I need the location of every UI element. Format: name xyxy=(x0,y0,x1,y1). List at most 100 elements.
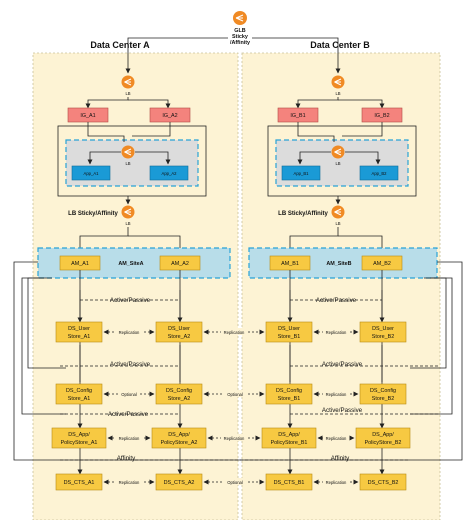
ds-config-b1-l1: DS_Config xyxy=(276,388,302,394)
site-a-ig-2-label: IG_A2 xyxy=(162,113,177,119)
ds-config-a1[interactable] xyxy=(55,383,103,405)
site-a-lb-mid-icon xyxy=(121,145,135,159)
edge-active-passive-b1: Active/Passive xyxy=(316,297,357,304)
ds-user-b1-l2: Store_B1 xyxy=(278,334,300,340)
ds-user-a1[interactable] xyxy=(55,321,103,343)
edge-opt-config-ab: Optional xyxy=(227,392,243,397)
datacenter-b-zone xyxy=(241,52,441,520)
site-b-ig-1-label: IG_B1 xyxy=(290,113,305,119)
site-a-lb-top-icon xyxy=(121,75,135,89)
ds-config-a2[interactable] xyxy=(155,383,203,405)
edge-repl-cts-a: Replication xyxy=(119,480,140,485)
site-a-lb-ig-lines xyxy=(85,97,171,109)
ds-config-a2-l2: Store_A2 xyxy=(168,396,190,402)
ds-config-a2-l1: DS_Config xyxy=(166,388,192,394)
ds-config-b2-l1: DS_Config xyxy=(370,388,396,394)
site-a-am-1-label: AM_A1 xyxy=(71,261,89,267)
site-b-am-site-label: AM_SiteB xyxy=(326,261,351,267)
ds-cts-a2[interactable] xyxy=(155,473,203,491)
edge-active-passive-b2: Active/Passive xyxy=(322,361,363,368)
ds-app-a1-l2: PolicyStore_A1 xyxy=(61,440,98,446)
ds-cts-a1-label: DS_CTS_A1 xyxy=(64,480,95,486)
site-a-lb-top-label: LB xyxy=(125,91,130,96)
ds-config-b1-l2: Store_B1 xyxy=(278,396,300,402)
site-a-am-2-label: AM_A2 xyxy=(171,261,189,267)
site-b-ig-2-label: IG_B2 xyxy=(374,113,389,119)
edge-active-passive-a1: Active/Passive xyxy=(110,297,151,304)
glb-label-3: /Affinity xyxy=(230,40,250,46)
edge-repl-cts-b: Replication xyxy=(326,480,347,485)
site-b-lb-ig-lines xyxy=(295,97,385,109)
ds-cts-a2-label: DS_CTS_A2 xyxy=(164,480,195,486)
ds-app-b2-l2: PolicyStore_B2 xyxy=(365,440,402,446)
glb-label-2: Sticky xyxy=(232,34,248,40)
site-b-lb-sticky-sub: LB xyxy=(335,221,340,226)
ds-app-b2-l1: DS_App/ xyxy=(372,432,394,438)
ds-app-b1[interactable] xyxy=(261,427,317,449)
site-a-ig-1-label: IG_A1 xyxy=(80,113,95,119)
site-b-am-2-label: AM_B2 xyxy=(373,261,391,267)
site-a-app-2-label: App_A2 xyxy=(162,171,178,176)
site-a-app-1-label: App_A1 xyxy=(84,171,100,176)
ds-config-a1-l2: Store_A1 xyxy=(68,396,90,402)
ds-user-a2-l2: Store_A2 xyxy=(168,334,190,340)
site-a-ig-enclosure xyxy=(57,125,207,197)
site-b-app-2-label: App_B2 xyxy=(372,171,388,176)
ds-app-b2[interactable] xyxy=(355,427,411,449)
site-b-lb-mid-label: LB xyxy=(335,161,340,166)
site-b-ig-enclosure xyxy=(267,125,417,197)
site-b-lb-top-icon xyxy=(331,75,345,89)
ds-app-a2-l2: PolicyStore_A2 xyxy=(161,440,198,446)
site-a-lb-sticky-label: LB Sticky/Affinity xyxy=(68,211,118,217)
site-b-lb-sticky-label: LB Sticky/Affinity xyxy=(278,211,328,217)
ds-app-a1[interactable] xyxy=(51,427,107,449)
ds-config-b1[interactable] xyxy=(265,383,313,405)
edge-repl-user-b: Replication xyxy=(326,330,347,335)
ds-config-b2[interactable] xyxy=(359,383,407,405)
site-a-app-1[interactable] xyxy=(71,165,111,181)
ds-user-a1-l1: DS_User xyxy=(68,326,90,332)
ds-user-b1[interactable] xyxy=(265,321,313,343)
edge-repl-config-b: Replication xyxy=(326,392,347,397)
ds-config-b2-l2: Store_B2 xyxy=(372,396,394,402)
ds-user-a1-l2: Store_A1 xyxy=(68,334,90,340)
ds-cts-b2[interactable] xyxy=(359,473,407,491)
datacenter-b-title: Data Center B xyxy=(310,40,370,50)
ds-app-b1-l2: PolicyStore_B1 xyxy=(271,440,308,446)
site-a-lb-sticky-icon xyxy=(121,205,135,219)
site-b-app-1[interactable] xyxy=(281,165,321,181)
site-b-lb-mid-icon xyxy=(331,145,345,159)
ds-config-a1-l1: DS_Config xyxy=(66,388,92,394)
edge-affinity-a: Affinity xyxy=(117,455,136,462)
edge-repl-user-a: Replication xyxy=(119,330,140,335)
ds-user-b2[interactable] xyxy=(359,321,407,343)
active-passive-lines xyxy=(60,299,440,461)
ds-cts-b1[interactable] xyxy=(265,473,313,491)
edge-affinity-b: Affinity xyxy=(331,455,350,462)
glb-connectors xyxy=(125,37,341,74)
edge-opt-config-a: Optional xyxy=(121,392,137,397)
site-b-app-2[interactable] xyxy=(359,165,399,181)
ds-user-b1-l1: DS_User xyxy=(278,326,300,332)
ds-cts-b1-label: DS_CTS_B1 xyxy=(274,480,305,486)
ds-cts-b2-label: DS_CTS_B2 xyxy=(368,480,399,486)
ds-user-a2[interactable] xyxy=(155,321,203,343)
datacenter-a-zone xyxy=(32,52,239,520)
site-b-am-1-label: AM_B1 xyxy=(281,261,299,267)
site-a-app-2[interactable] xyxy=(149,165,189,181)
edge-opt-cts-ab: Optional xyxy=(227,480,243,485)
ds-user-a2-l1: DS_User xyxy=(168,326,190,332)
site-a-am-site-label: AM_SiteA xyxy=(118,261,143,267)
ds-cts-a1[interactable] xyxy=(55,473,103,491)
edge-repl-app-b: Replication xyxy=(326,436,347,441)
site-b-app-1-label: App_B1 xyxy=(294,171,310,176)
ds-user-b2-l2: Store_B2 xyxy=(372,334,394,340)
ds-app-a2[interactable] xyxy=(151,427,207,449)
ds-user-b2-l1: DS_User xyxy=(372,326,394,332)
edge-active-passive-a3: Active/Passive xyxy=(108,411,149,418)
site-a-lb-sticky-sub: LB xyxy=(125,221,130,226)
edge-repl-app-ab: Replication xyxy=(224,436,245,441)
site-a-lb-mid-label: LB xyxy=(125,161,130,166)
datacenter-a-title: Data Center A xyxy=(90,40,150,50)
